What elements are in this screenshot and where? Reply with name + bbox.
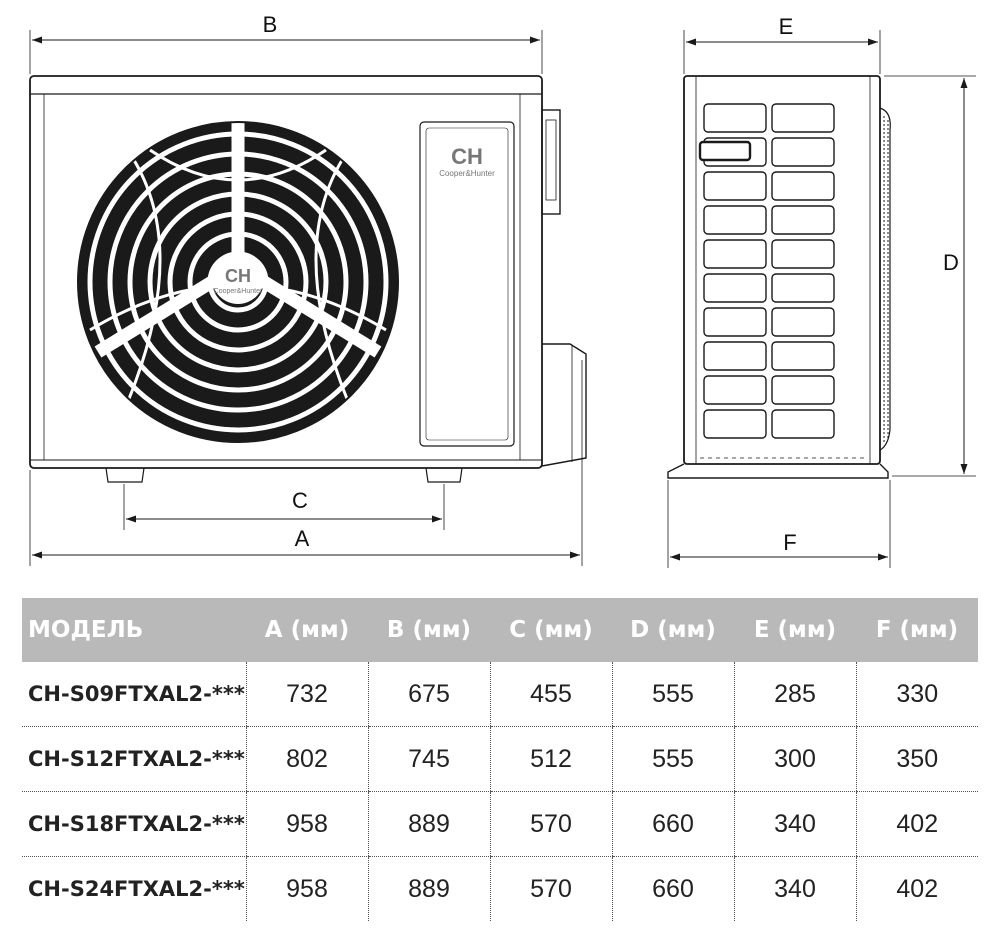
- table-row: CH-S24FTXAL2-*** 958 889 570 660 340 402: [22, 856, 978, 921]
- dimension-a: [29, 360, 583, 566]
- value-cell: 745: [367, 726, 490, 792]
- value-cell: 350: [855, 726, 978, 792]
- value-cell: 402: [855, 856, 978, 921]
- dimensions-table: МОДЕЛЬ A (мм) B (мм) C (мм) D (мм) E (мм…: [22, 598, 978, 921]
- label-b: B: [263, 12, 278, 37]
- header-model: МОДЕЛЬ: [22, 598, 246, 662]
- value-cell: 340: [733, 856, 856, 921]
- table-header-row: МОДЕЛЬ A (мм) B (мм) C (мм) D (мм) E (мм…: [22, 598, 978, 662]
- header-b: B (мм): [368, 598, 490, 662]
- svg-text:Cooper&Hunter: Cooper&Hunter: [214, 288, 263, 295]
- value-cell: 555: [611, 726, 734, 792]
- value-cell: 889: [367, 791, 490, 857]
- dimension-d: [884, 75, 976, 477]
- value-cell: 675: [367, 662, 490, 727]
- header-e: E (мм): [734, 598, 856, 662]
- dimension-b: [29, 30, 543, 74]
- model-cell: CH-S12FTXAL2-***: [22, 726, 246, 792]
- table-row: CH-S09FTXAL2-*** 732 675 455 555 285 330: [22, 662, 978, 727]
- value-cell: 570: [489, 791, 612, 857]
- dimension-e: [683, 30, 881, 74]
- value-cell: 958: [245, 856, 368, 921]
- value-cell: 330: [855, 662, 978, 727]
- value-cell: 889: [367, 856, 490, 921]
- value-cell: 802: [245, 726, 368, 792]
- front-view-unit: [29, 75, 587, 483]
- value-cell: 512: [489, 726, 612, 792]
- header-c: C (мм): [490, 598, 612, 662]
- table-row: CH-S18FTXAL2-*** 958 889 570 660 340 402: [22, 791, 978, 857]
- model-cell: CH-S18FTXAL2-***: [22, 791, 246, 857]
- value-cell: 300: [733, 726, 856, 792]
- svg-text:Cooper&Hunter: Cooper&Hunter: [439, 169, 495, 178]
- value-cell: 455: [489, 662, 612, 727]
- value-cell: 660: [611, 791, 734, 857]
- logo-on-panel: CH Cooper&Hunter: [439, 144, 495, 178]
- header-f: F (мм): [856, 598, 978, 662]
- label-a: A: [295, 526, 310, 551]
- table-row: CH-S12FTXAL2-*** 802 745 512 555 300 350: [22, 726, 978, 792]
- svg-text:CH: CH: [225, 266, 251, 286]
- value-cell: 732: [245, 662, 368, 727]
- value-cell: 555: [611, 662, 734, 727]
- label-e: E: [779, 14, 794, 39]
- side-view-unit: [667, 75, 891, 479]
- dimension-f: [667, 480, 891, 568]
- value-cell: 570: [489, 856, 612, 921]
- dimension-c: [123, 484, 445, 530]
- fan-grille: [77, 121, 399, 443]
- value-cell: 660: [611, 856, 734, 921]
- value-cell: 958: [245, 791, 368, 857]
- header-d: D (мм): [612, 598, 734, 662]
- label-d: D: [943, 250, 959, 275]
- value-cell: 340: [733, 791, 856, 857]
- value-cell: 402: [855, 791, 978, 857]
- svg-text:CH: CH: [451, 144, 483, 169]
- model-cell: CH-S09FTXAL2-***: [22, 662, 246, 727]
- header-a: A (мм): [246, 598, 368, 662]
- model-cell: CH-S24FTXAL2-***: [28, 877, 245, 901]
- label-c: C: [292, 488, 308, 513]
- label-f: F: [783, 530, 796, 555]
- value-cell: 285: [733, 662, 856, 727]
- logo-on-fan: CH Cooper&Hunter: [214, 266, 263, 295]
- dimension-drawing: CH Cooper&Hunter CH Cooper&Hunter B C A: [29, 12, 976, 568]
